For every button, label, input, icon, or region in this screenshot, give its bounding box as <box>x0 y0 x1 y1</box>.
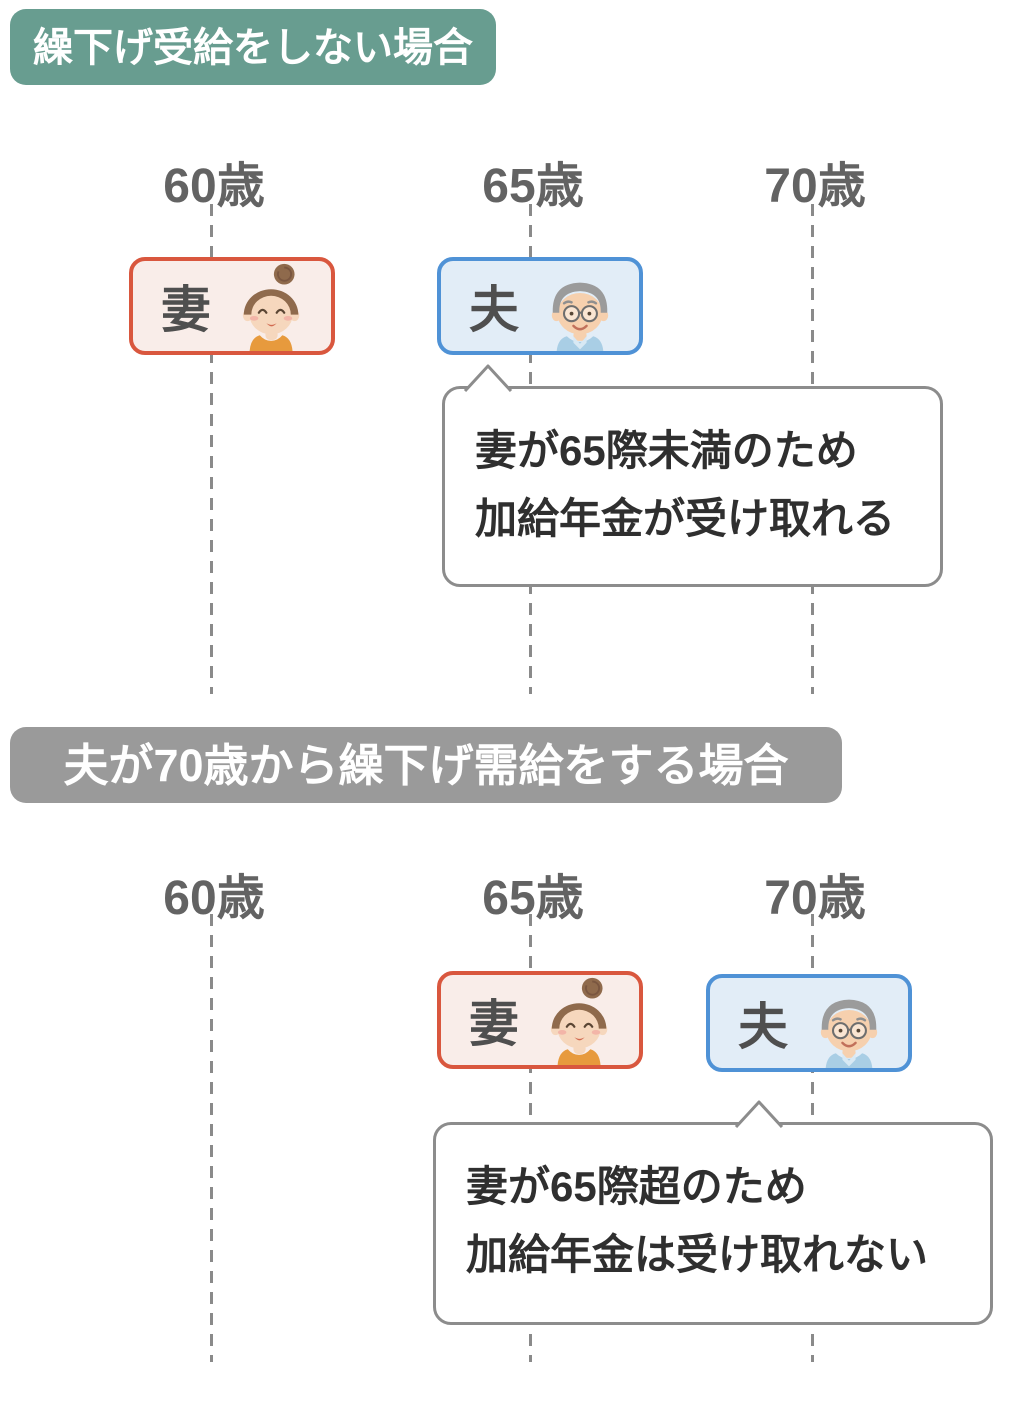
wife-label: 妻 <box>469 996 519 1052</box>
husband-label: 夫 <box>738 999 788 1055</box>
section2-speech-bubble: 妻が65際超のため 加給年金は受け取れない <box>433 1100 993 1325</box>
wife-avatar-icon <box>550 977 608 1065</box>
section2-header-badge: 夫が70歳から繰下げ需給をする場合 <box>10 727 842 803</box>
section2-age-label-65: 65歳 <box>482 872 584 925</box>
section2-husband-badge: 夫 <box>706 974 912 1072</box>
bubble-tail-icon <box>734 1100 784 1128</box>
section1-age-label-70: 70歳 <box>764 160 866 213</box>
section1-age-label-60: 60歳 <box>163 160 265 213</box>
section1-timeline-60-dashed-line <box>210 204 213 694</box>
husband-avatar-icon <box>820 999 878 1068</box>
section1-header-badge: 繰下げ受給をしない場合 <box>10 9 496 85</box>
section2-age-label-70: 70歳 <box>764 872 866 925</box>
section1-age-label-65: 65歳 <box>482 160 584 213</box>
bubble-text-line2: 加給年金は受け取れない <box>466 1231 929 1279</box>
section1-husband-badge: 夫 <box>437 257 643 355</box>
section1-speech-bubble: 妻が65際未満のため 加給年金が受け取れる <box>442 364 943 587</box>
husband-avatar-icon <box>551 282 609 351</box>
wife-avatar-icon <box>242 263 300 351</box>
section2-wife-badge: 妻 <box>437 971 643 1069</box>
bubble-tail-icon <box>463 364 513 392</box>
bubble-text-line1: 妻が65際未満のため <box>475 427 858 474</box>
bubble-text-line1: 妻が65際超のため <box>466 1163 807 1210</box>
wife-label: 妻 <box>161 282 211 338</box>
section2-age-label-60: 60歳 <box>163 872 265 925</box>
bubble-text-line2: 加給年金が受け取れる <box>475 495 896 543</box>
section2-timeline-60-dashed-line <box>210 914 213 1362</box>
section1-wife-badge: 妻 <box>129 257 335 355</box>
husband-label: 夫 <box>469 282 519 338</box>
